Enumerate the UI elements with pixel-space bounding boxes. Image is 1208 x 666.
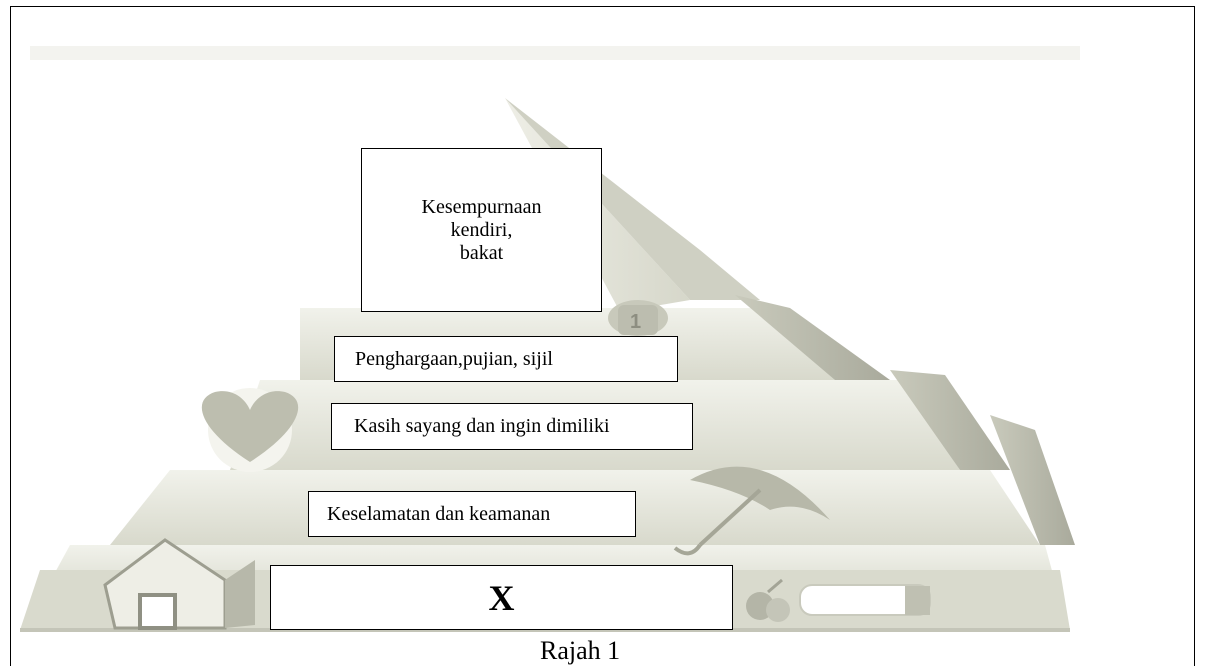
level-2-label: Keselamatan dan keamanan <box>327 502 551 525</box>
level-1-box: X <box>270 565 733 630</box>
level-5-line-2: kendiri, <box>450 218 513 241</box>
svg-text:1: 1 <box>630 311 641 333</box>
heart-icon <box>201 388 299 472</box>
umbrella-icon <box>673 466 830 556</box>
figure-caption: Rajah 1 <box>540 636 621 665</box>
pyramid-step-3-side <box>990 415 1075 545</box>
cake-icon <box>799 584 931 616</box>
cherry-icon <box>746 578 790 622</box>
pyramid-step-5-side <box>735 295 890 380</box>
level-4-box: Penghargaan,pujian, sijil <box>334 336 678 382</box>
level-5-line-3: bakat <box>459 241 504 264</box>
level-1-label: X <box>488 577 515 618</box>
house-icon <box>103 538 255 630</box>
level-3-label: Kasih sayang dan ingin dimiliki <box>354 415 610 437</box>
level-5-line-1: Kesempurnaan <box>421 195 542 218</box>
level-5-box: Kesempurnaan kendiri, bakat <box>361 148 602 312</box>
level-3-box: Kasih sayang dan ingin dimiliki <box>331 403 693 450</box>
figure-frame <box>10 6 1195 666</box>
level-2-box: Keselamatan dan keamanan <box>308 491 636 537</box>
pyramid-base-edge <box>20 628 1070 632</box>
faint-header-band <box>30 46 1080 60</box>
level-4-label: Penghargaan,pujian, sijil <box>355 347 553 370</box>
pyramid-step-4-side <box>890 370 1010 470</box>
trophy-icon: 1 <box>608 300 668 336</box>
